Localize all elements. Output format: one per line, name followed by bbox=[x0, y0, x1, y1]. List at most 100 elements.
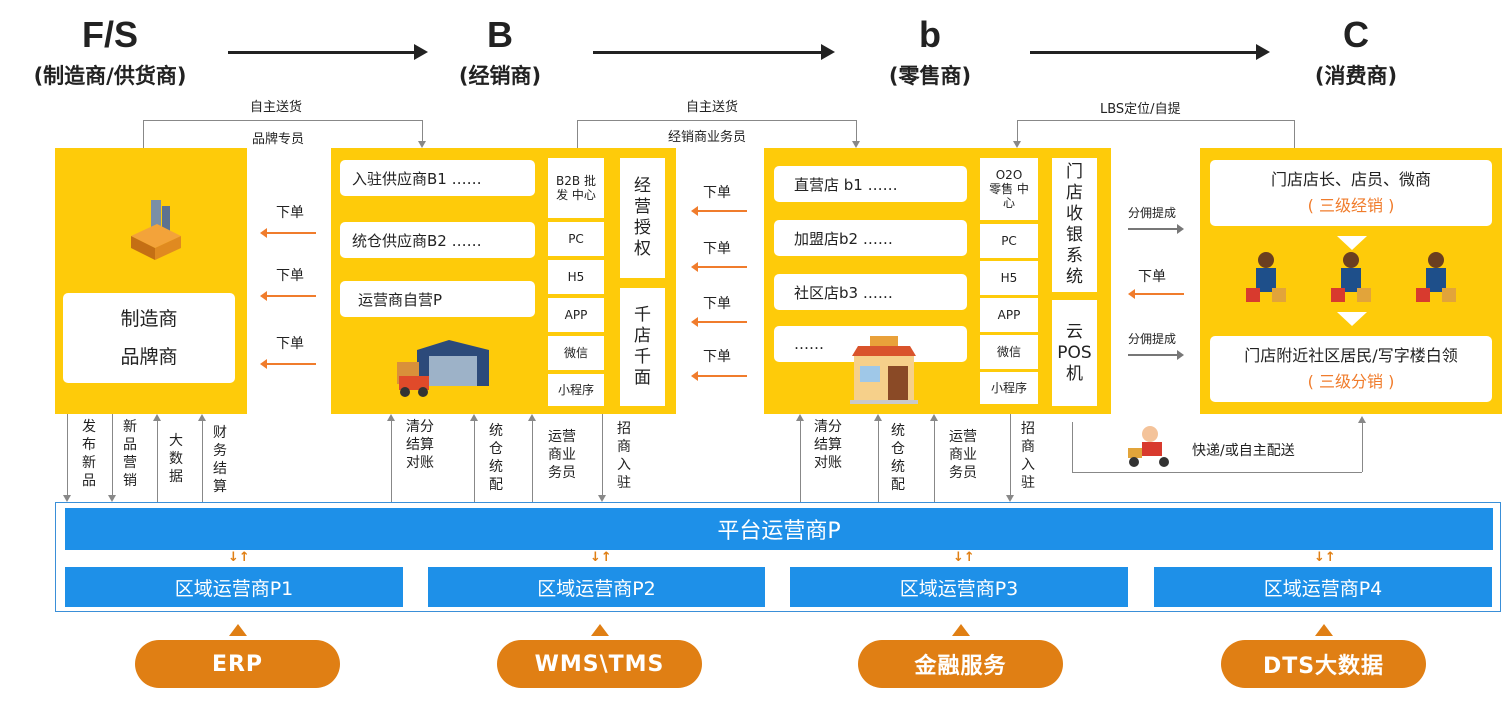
channel-wechat: 微信 bbox=[548, 336, 604, 370]
order-label: 下单 bbox=[276, 268, 304, 284]
down-arrow-icon bbox=[1337, 312, 1367, 326]
stage-retail-title: b bbox=[919, 14, 941, 55]
label-self-delivery-1: 自主送货 bbox=[250, 100, 303, 115]
stage-c-title: C bbox=[1343, 14, 1369, 55]
vertical-label: 运营商业务员 bbox=[949, 429, 977, 481]
cloud-pos: 云POS机 bbox=[1052, 300, 1097, 406]
label-lbs: LBS定位/自提 bbox=[1100, 102, 1181, 117]
retailer-row: 社区店b3 …… bbox=[774, 274, 967, 310]
delivery-connector bbox=[1072, 422, 1073, 472]
order-arrow bbox=[691, 371, 747, 381]
sync-icon: ↓↑ bbox=[953, 550, 975, 565]
vertical-label: 运营商业务员 bbox=[548, 429, 576, 481]
order-label: 下单 bbox=[1138, 269, 1166, 285]
business-authorization: 经营授权 bbox=[620, 158, 665, 278]
commission-label: 分佣提成 bbox=[1128, 206, 1177, 220]
people-icon bbox=[1246, 252, 1456, 302]
retailer-row: 加盟店b2 …… bbox=[774, 220, 967, 256]
up-arrow-icon bbox=[952, 624, 970, 636]
order-arrow bbox=[260, 291, 316, 301]
vertical-label: 财务结算 bbox=[213, 425, 227, 495]
vertical-label: 招商入驻 bbox=[1021, 421, 1035, 491]
flow-arrow-fs-b bbox=[228, 44, 428, 60]
dealer-row: 统仓供应商B2 …… bbox=[340, 222, 535, 258]
service-dts-bigdata: DTS大数据 bbox=[1221, 640, 1426, 688]
order-label: 下单 bbox=[703, 185, 731, 201]
order-label: 下单 bbox=[276, 336, 304, 352]
up-arrow-icon bbox=[1315, 624, 1333, 636]
down-arrow-icon bbox=[1337, 236, 1367, 250]
order-arrow bbox=[691, 206, 747, 216]
commission-arrow bbox=[1128, 224, 1184, 234]
vertical-label: 招商入驻 bbox=[617, 421, 631, 491]
delivery-label: 快递/或自主配送 bbox=[1192, 443, 1295, 459]
store-staff-label: 门店店长、店员、微商 bbox=[1270, 170, 1431, 189]
order-arrow bbox=[691, 262, 747, 272]
channel-miniprogram: 小程序 bbox=[980, 372, 1038, 404]
region-operator-p2: 区域运营商P2 bbox=[428, 567, 765, 607]
stage-fs-subtitle: (制造商/供货商) bbox=[33, 64, 187, 88]
vertical-label: 新品营销 bbox=[123, 419, 137, 489]
channel-h5: H5 bbox=[980, 261, 1038, 295]
connector-fs-b bbox=[143, 120, 423, 121]
order-label: 下单 bbox=[703, 296, 731, 312]
order-arrow bbox=[1128, 289, 1184, 299]
vertical-label: 大数据 bbox=[169, 433, 183, 485]
commission-label: 分佣提成 bbox=[1128, 332, 1177, 346]
consumer-bottom-box: 门店附近社区居民/写字楼白领 ( 三级分销 ) bbox=[1210, 336, 1492, 402]
order-arrow bbox=[260, 228, 316, 238]
stage-b-subtitle: (经销商) bbox=[458, 64, 542, 88]
stage-fs-title: F/S bbox=[81, 14, 138, 55]
up-arrow-icon bbox=[591, 624, 609, 636]
order-arrow bbox=[260, 359, 316, 369]
factory-icon bbox=[131, 200, 181, 260]
channel-b2b: B2B 批发 中心 bbox=[548, 158, 604, 218]
channel-miniprogram: 小程序 bbox=[548, 374, 604, 406]
platform-frame bbox=[55, 502, 1501, 612]
manufacturer-panel: 制造商 品牌商 bbox=[55, 148, 247, 414]
level3-distributor-label: ( 三级经销 ) bbox=[1307, 196, 1395, 215]
connector-b-retail bbox=[577, 120, 857, 121]
channel-pc: PC bbox=[980, 224, 1038, 258]
order-label: 下单 bbox=[703, 349, 731, 365]
region-operator-p4: 区域运营商P4 bbox=[1154, 567, 1492, 607]
channel-o2o: O2O 零售 中心 bbox=[980, 158, 1038, 220]
label-dealer-salesman: 经销商业务员 bbox=[668, 130, 747, 145]
warehouse-icon bbox=[397, 340, 489, 397]
stage-retail-subtitle: (零售商) bbox=[888, 64, 972, 88]
vertical-label: 统仓统配 bbox=[489, 423, 503, 493]
service-wms-tms: WMS\TMS bbox=[497, 640, 702, 688]
shop-icon bbox=[850, 336, 918, 404]
dealer-panel: 入驻供应商B1 …… 统仓供应商B2 …… 运营商自营P B2B 批发 中心 P… bbox=[331, 148, 676, 414]
cash-register-system: 门店收银系统 bbox=[1052, 158, 1097, 292]
flow-arrow-b-retail bbox=[593, 44, 835, 60]
flow-arrow-retail-c bbox=[1030, 44, 1270, 60]
manufacturer-label: 制造商 bbox=[120, 308, 178, 330]
order-label: 下单 bbox=[703, 241, 731, 257]
manufacturer-box: 制造商 品牌商 bbox=[63, 293, 235, 383]
service-erp: ERP bbox=[135, 640, 340, 688]
sync-icon: ↓↑ bbox=[590, 550, 612, 565]
sync-icon: ↓↑ bbox=[1314, 550, 1336, 565]
brand-label: 品牌商 bbox=[120, 346, 178, 368]
vertical-label: 发布新品 bbox=[82, 419, 96, 489]
retailer-row: 直营店 b1 …… bbox=[774, 166, 967, 202]
region-operator-p3: 区域运营商P3 bbox=[790, 567, 1128, 607]
dealer-row: 入驻供应商B1 …… bbox=[340, 160, 535, 196]
connector-c-retail bbox=[1017, 120, 1295, 121]
vertical-label: 统仓统配 bbox=[891, 423, 905, 493]
consumer-top-box: 门店店长、店员、微商 ( 三级经销 ) bbox=[1210, 160, 1492, 226]
channel-pc: PC bbox=[548, 222, 604, 256]
residents-label: 门店附近社区居民/写字楼白领 bbox=[1244, 346, 1458, 365]
thousand-stores: 千店千面 bbox=[620, 288, 665, 406]
dealer-row: 运营商自营P bbox=[340, 281, 535, 317]
label-brand-specialist: 品牌专员 bbox=[252, 132, 305, 147]
vertical-label: 清分结算对账 bbox=[406, 419, 434, 471]
channel-app: APP bbox=[548, 298, 604, 332]
service-finance: 金融服务 bbox=[858, 640, 1063, 688]
stage-c-subtitle: (消费商) bbox=[1314, 64, 1398, 88]
commission-arrow bbox=[1128, 350, 1184, 360]
sync-icon: ↓↑ bbox=[228, 550, 250, 565]
channel-h5: H5 bbox=[548, 260, 604, 294]
up-arrow-icon bbox=[229, 624, 247, 636]
